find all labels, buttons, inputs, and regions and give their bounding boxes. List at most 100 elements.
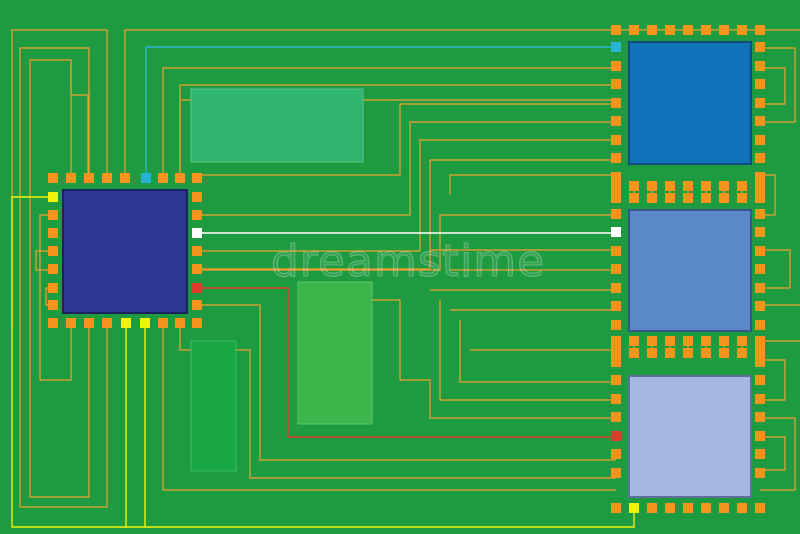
memory-chip-top: [628, 41, 752, 165]
pad: [755, 246, 765, 256]
trace: [11, 29, 108, 180]
trace: [760, 249, 791, 289]
pad: [611, 338, 621, 348]
pad: [611, 301, 621, 311]
pad: [647, 25, 657, 35]
trace: [197, 159, 616, 270]
pad: [665, 193, 675, 203]
trace: [760, 67, 786, 105]
pad: [665, 336, 675, 346]
pad: [611, 412, 621, 422]
pad: [192, 173, 202, 183]
pad: [701, 181, 711, 191]
pad: [755, 468, 765, 478]
pad: [755, 98, 765, 108]
panel-bottom-left: [190, 340, 237, 472]
pad: [611, 503, 621, 513]
pad: [611, 172, 621, 182]
trace: [197, 304, 616, 461]
pad: [719, 181, 729, 191]
colored-traces: [11, 46, 635, 528]
pad: [647, 503, 657, 513]
pad: [755, 209, 765, 219]
pad: [175, 173, 185, 183]
pad: [611, 375, 621, 385]
pad: [683, 193, 693, 203]
pad: [683, 181, 693, 191]
pad: [192, 210, 202, 220]
pad: [192, 318, 202, 328]
pad: [683, 503, 693, 513]
pad: [192, 246, 202, 256]
pad: [719, 25, 729, 35]
pad: [611, 246, 621, 256]
pad: [102, 318, 112, 328]
pad: [665, 348, 675, 358]
pad-yellow: [140, 318, 150, 328]
pad: [611, 98, 621, 108]
pad: [755, 116, 765, 126]
pad: [755, 79, 765, 89]
trace: [449, 174, 616, 195]
pad: [755, 25, 765, 35]
pad: [737, 336, 747, 346]
pad: [755, 348, 765, 358]
pad: [755, 42, 765, 52]
pad-yellow: [48, 192, 58, 202]
pad: [611, 135, 621, 145]
pad: [48, 300, 58, 310]
pad: [158, 318, 168, 328]
pad: [611, 320, 621, 330]
pad: [755, 153, 765, 163]
pad: [683, 25, 693, 35]
pad: [192, 300, 202, 310]
trace: [162, 67, 616, 178]
pad: [120, 173, 130, 183]
pad: [755, 135, 765, 145]
pad: [647, 193, 657, 203]
trace: [162, 323, 616, 491]
pad: [647, 336, 657, 346]
pad: [683, 336, 693, 346]
trace: [372, 299, 616, 419]
pad: [737, 25, 747, 35]
pad: [755, 283, 765, 293]
trace: [197, 139, 616, 252]
pad: [66, 318, 76, 328]
pad-group: [48, 25, 765, 513]
pad-cyan: [141, 173, 151, 183]
pad: [665, 25, 675, 35]
pad: [611, 153, 621, 163]
pad: [48, 173, 58, 183]
pad: [611, 116, 621, 126]
pad: [701, 193, 711, 203]
pad: [701, 503, 711, 513]
cyan-trace: [145, 46, 616, 178]
pad: [611, 394, 621, 404]
trace: [70, 60, 89, 178]
trace: [39, 214, 72, 381]
pad: [611, 468, 621, 478]
pad: [48, 264, 58, 274]
pad: [755, 431, 765, 441]
pad: [665, 181, 675, 191]
pad: [755, 320, 765, 330]
trace: [19, 47, 108, 508]
trace: [179, 99, 616, 178]
pad: [175, 318, 185, 328]
pad: [611, 209, 621, 219]
pad: [647, 348, 657, 358]
pad: [683, 348, 693, 358]
pad: [611, 449, 621, 459]
pad-red: [192, 283, 202, 293]
trace: [760, 436, 786, 471]
pad: [629, 193, 639, 203]
pad: [755, 394, 765, 404]
pad: [701, 348, 711, 358]
pad: [755, 449, 765, 459]
memory-chip-middle: [628, 209, 752, 332]
pad: [629, 336, 639, 346]
pad: [719, 348, 729, 358]
pad-white: [611, 227, 621, 237]
